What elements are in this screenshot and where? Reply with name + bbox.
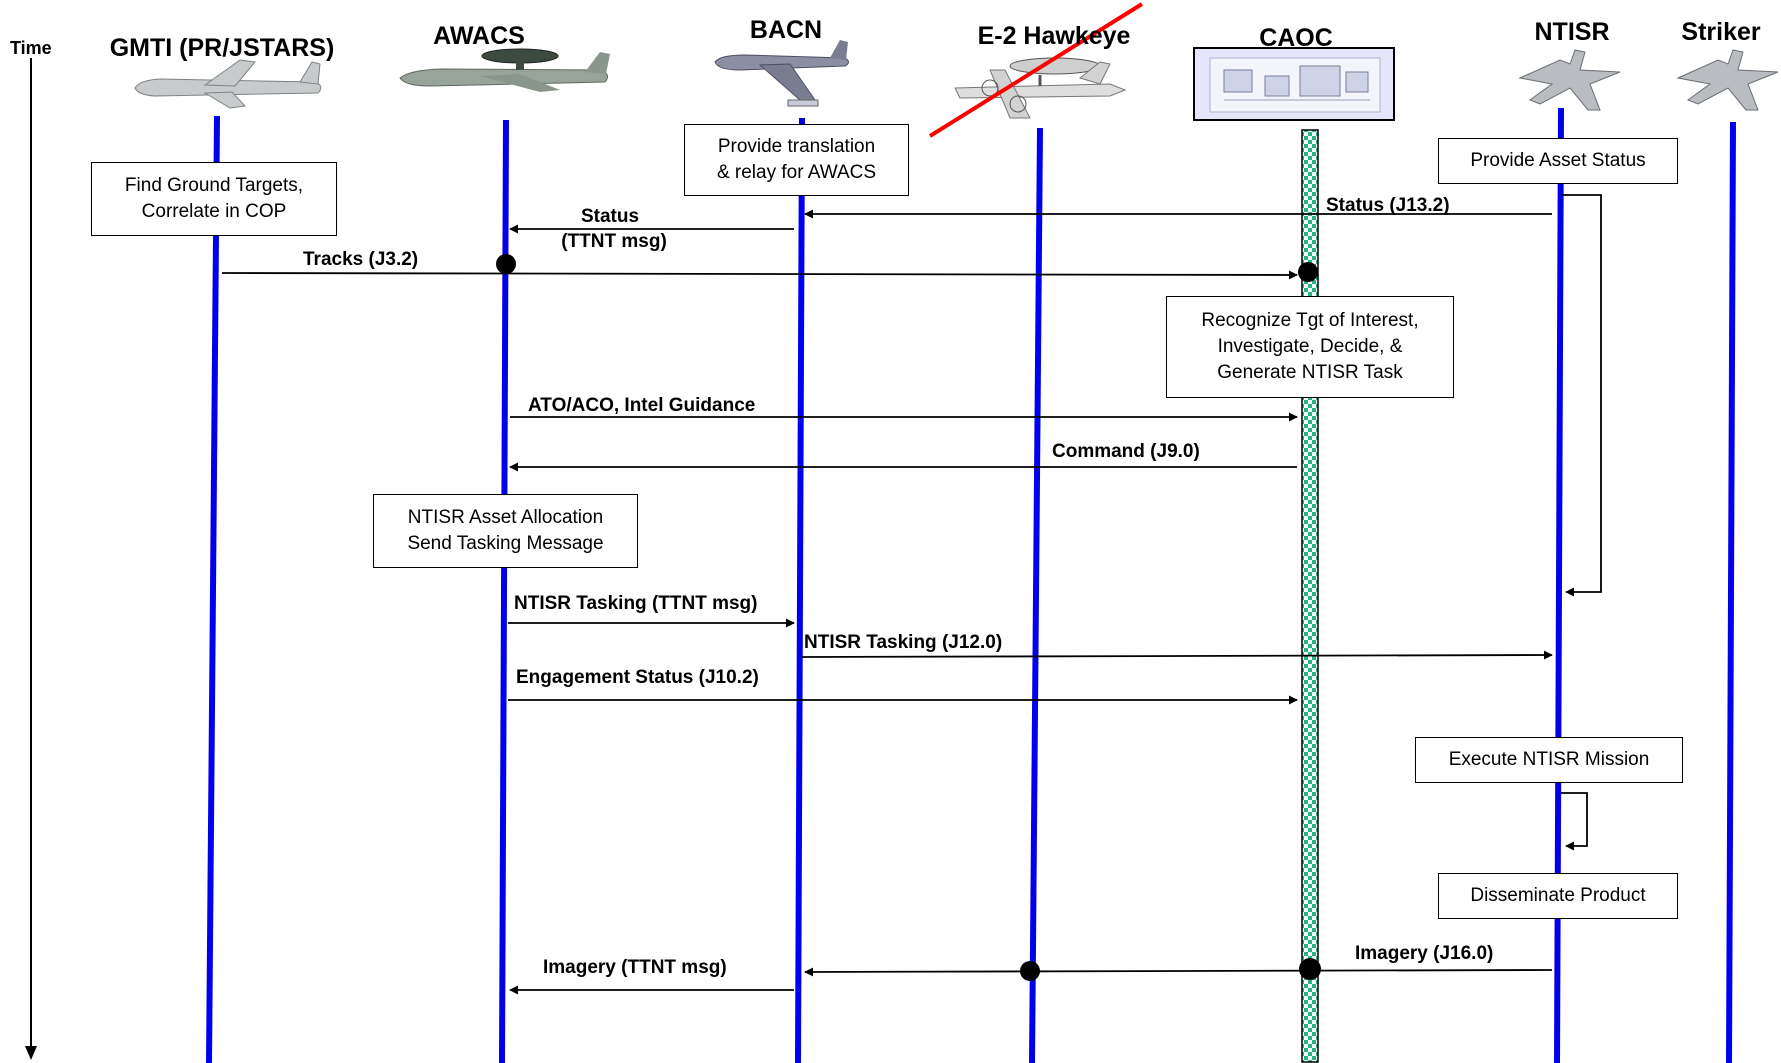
note-translation-relay: Provide translation & relay for AWACS [684, 124, 909, 196]
note-recognize-target: Recognize Tgt of Interest, Investigate, … [1166, 296, 1454, 398]
ntisr-fighter-jet-icon [1518, 49, 1621, 111]
bacn-aircraft-icon [714, 40, 849, 107]
note-asset-allocation: NTISR Asset Allocation Send Tasking Mess… [373, 494, 638, 568]
awacs-aircraft-icon [399, 48, 610, 92]
time-axis-arrowhead [25, 1046, 37, 1060]
label-ato: ATO/ACO, Intel Guidance [528, 395, 756, 416]
arrow-imagery-j16 [804, 967, 1553, 977]
lifeline-header-bacn: BACN [749, 16, 823, 44]
relay-dot-caoc [1298, 262, 1318, 282]
lifeline-striker [1726, 121, 1736, 1063]
gmti-aircraft-icon [134, 59, 322, 109]
e2-crossout-line [928, 2, 1144, 138]
note-disseminate-product: Disseminate Product [1438, 873, 1678, 919]
arrow-tracks [221, 270, 1298, 280]
label-status-ttnt-line1: Status [580, 206, 640, 227]
lifeline-header-caoc: CAOC [1259, 24, 1333, 52]
time-axis-label: Time [10, 38, 52, 58]
lifeline-awacs [499, 119, 509, 1063]
label-tasking-ttnt: NTISR Tasking (TTNT msg) [514, 593, 758, 614]
lifeline-header-ntisr: NTISR [1534, 18, 1610, 46]
self-loop-ntisr-mission [1561, 792, 1588, 851]
note-asset-status: Provide Asset Status [1438, 138, 1678, 184]
label-status-ttnt-line2: (TTNT msg) [561, 231, 667, 252]
note-find-targets: Find Ground Targets, Correlate in COP [91, 162, 337, 236]
lifeline-ntisr [1554, 107, 1564, 1063]
lifeline-header-awacs: AWACS [433, 22, 525, 50]
caoc-building-icon [1193, 47, 1395, 121]
label-imagery-j16: Imagery (J16.0) [1355, 943, 1494, 964]
lifeline-header-e2: E-2 Hawkeye [977, 22, 1131, 50]
label-engagement: Engagement Status (J10.2) [516, 667, 759, 688]
label-tasking-j12: NTISR Tasking (J12.0) [804, 632, 1003, 653]
lifeline-header-gmti: GMTI (PR/JSTARS) [109, 34, 335, 62]
label-imagery-ttnt: Imagery (TTNT msg) [543, 957, 727, 978]
lifeline-gmti [206, 115, 220, 1063]
arrow-tasking-j12 [801, 650, 1553, 660]
label-tracks: Tracks (J3.2) [303, 249, 419, 270]
note-execute-mission: Execute NTISR Mission [1415, 737, 1683, 783]
self-loop-ntisr-status [1561, 194, 1602, 597]
lifeline-e2 [1029, 127, 1043, 1063]
label-command: Command (J9.0) [1052, 441, 1200, 462]
lifeline-bacn [795, 117, 805, 1063]
relay-dot-caoc-imagery [1299, 958, 1321, 980]
striker-fighter-jet-icon [1676, 49, 1779, 111]
label-status-j13: Status (J13.2) [1326, 195, 1450, 216]
lifeline-header-striker: Striker [1681, 18, 1761, 46]
relay-dot-awacs [496, 254, 516, 274]
relay-dot-e2 [1020, 961, 1040, 981]
